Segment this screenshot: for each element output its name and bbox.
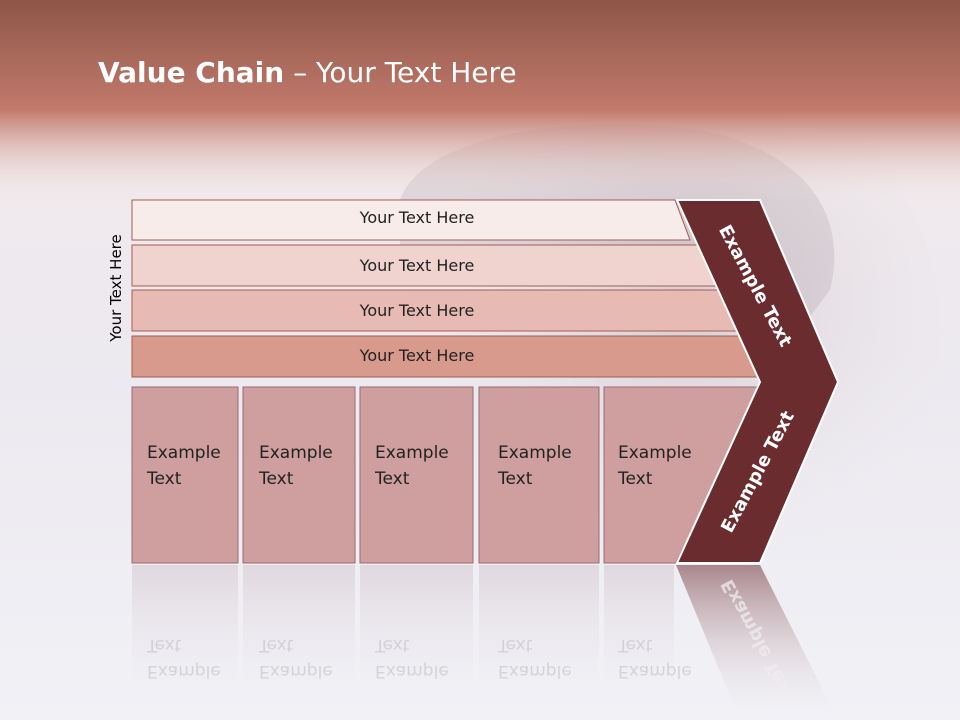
- box-2-line2: Text: [259, 469, 294, 489]
- title-rest: – Your Text Here: [284, 56, 517, 89]
- side-label: Your Text Here: [107, 234, 125, 342]
- bar-2-label: Your Text Here: [359, 256, 475, 275]
- box-2-shape: [242, 386, 356, 564]
- bar-1-shape: [131, 199, 691, 241]
- box-1-shape: [131, 386, 239, 564]
- chevron-shape: [675, 199, 840, 564]
- reflection-group: [132, 565, 838, 720]
- bar-4-label: Your Text Here: [359, 346, 475, 365]
- box-3-shape: [359, 386, 474, 564]
- bar-1-label: Your Text Here: [359, 208, 475, 227]
- box-4-line2: Text: [498, 469, 533, 489]
- slide-title: Value Chain – Your Text Here: [98, 56, 517, 89]
- box-4-line1: Example: [498, 443, 572, 463]
- boxes-group: [131, 386, 762, 564]
- box-5-line2: Text: [618, 469, 653, 489]
- box-1-line1: Example: [147, 443, 221, 463]
- box-3-line2: Text: [375, 469, 410, 489]
- title-bold: Value Chain: [98, 56, 285, 89]
- box-5-line1: Example: [618, 443, 692, 463]
- box-1-line2: Text: [147, 469, 182, 489]
- box-2-line1: Example: [259, 443, 333, 463]
- bar-3-label: Your Text Here: [359, 301, 475, 320]
- box-3-line1: Example: [375, 443, 449, 463]
- box-4-shape: [478, 386, 600, 564]
- bars-group: [131, 199, 764, 378]
